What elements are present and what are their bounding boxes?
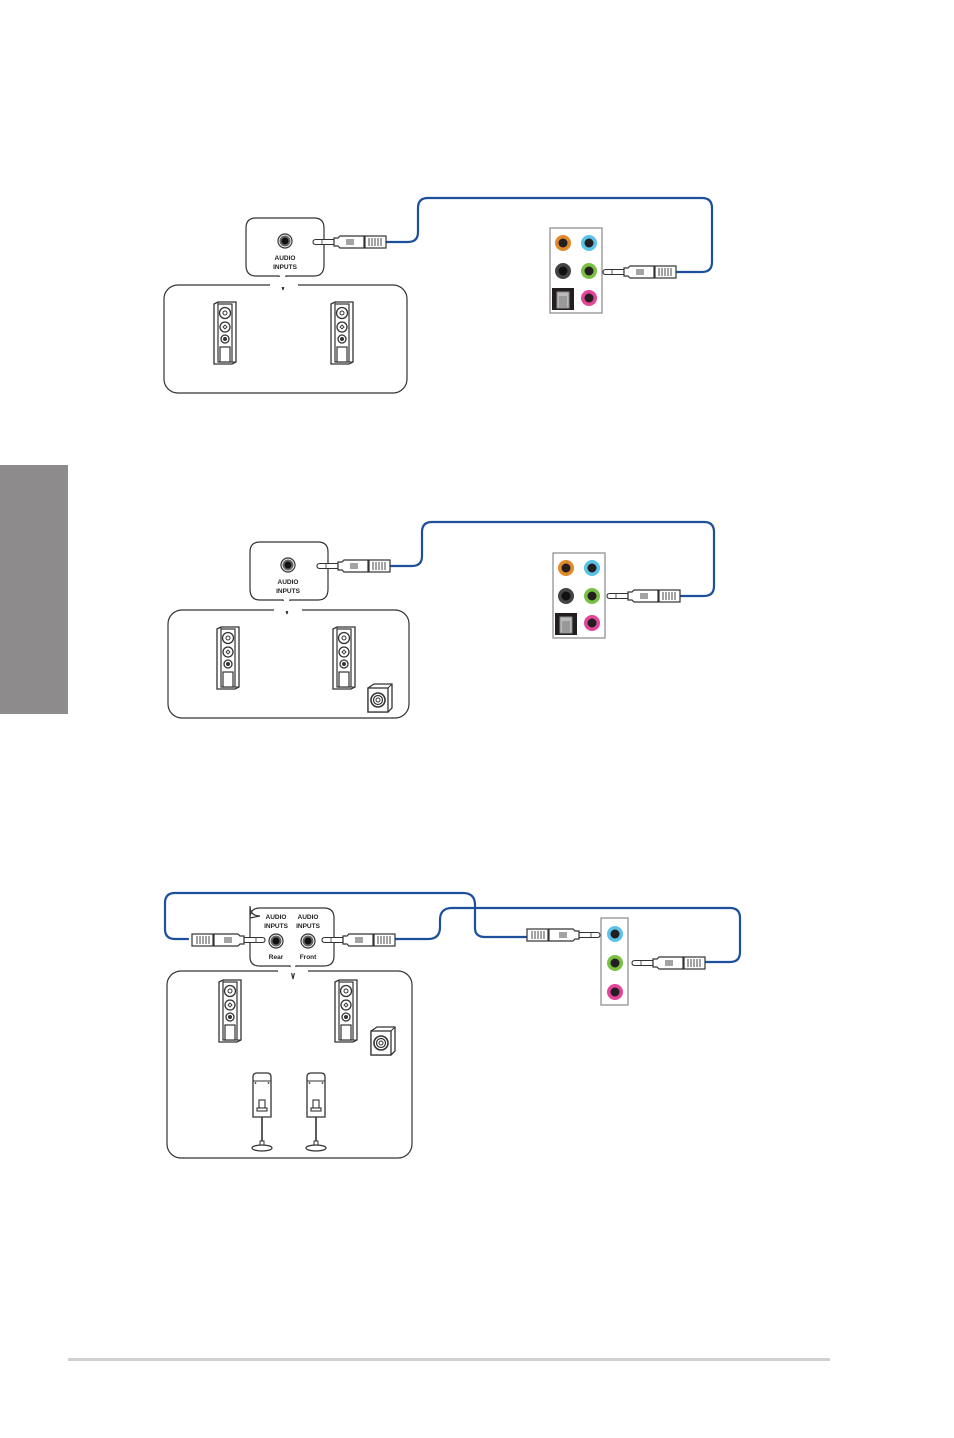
diagram-2-1-channel: AUDIO INPUTS <box>167 520 716 719</box>
line-out-plug <box>631 956 706 970</box>
audio-input-callout <box>245 217 325 291</box>
audio-input-jack <box>280 557 296 573</box>
audio-cable <box>388 520 716 598</box>
subwoofer-icon <box>367 683 393 713</box>
io-panel <box>549 227 603 314</box>
audio-inputs-label-line2: INPUTS <box>273 264 298 271</box>
front-right-speaker-icon <box>332 626 356 690</box>
rear-audio-cable <box>163 891 529 941</box>
audio-inputs-label-line1: AUDIO <box>275 255 296 262</box>
front-right-speaker-icon <box>330 301 354 365</box>
io-panel <box>552 552 606 639</box>
line-in-plug <box>526 928 601 942</box>
rear-label: Rear <box>269 954 284 961</box>
speaker-group-box <box>163 284 408 394</box>
audio-input-jack <box>277 233 293 249</box>
footer-rule <box>68 1358 830 1361</box>
subwoofer-icon <box>370 1026 396 1056</box>
audio-cable <box>384 196 714 274</box>
audio-input-callout <box>249 905 335 980</box>
rear-input-jack <box>268 933 284 949</box>
rear-audio-inputs-label-line2: INPUTS <box>264 923 289 930</box>
io-panel <box>600 917 629 1006</box>
front-left-speaker-icon <box>216 626 240 690</box>
front-audio-inputs-label-line1: AUDIO <box>298 914 319 921</box>
front-left-speaker-icon <box>213 301 237 365</box>
front-input-jack <box>300 933 316 949</box>
diagram-4-1-channel: AUDIO INPUTS AUDIO INPUTS Rear Front <box>163 891 742 1159</box>
front-right-speaker-icon <box>334 979 358 1043</box>
front-label: Front <box>300 954 317 961</box>
front-left-speaker-icon <box>218 979 242 1043</box>
front-audio-inputs-label-line2: INPUTS <box>296 923 321 930</box>
audio-inputs-label-line1: AUDIO <box>278 579 299 586</box>
audio-input-callout <box>249 541 329 615</box>
line-out-plug <box>602 265 677 279</box>
chapter-side-tab <box>0 465 68 714</box>
front-audio-cable <box>393 906 742 964</box>
line-out-plug <box>606 589 681 603</box>
audio-inputs-label-line2: INPUTS <box>276 588 301 595</box>
speaker-group-box <box>166 970 413 1159</box>
rear-audio-inputs-label-line1: AUDIO <box>266 914 287 921</box>
diagram-2-channel: AUDIO INPUTS <box>163 196 714 394</box>
